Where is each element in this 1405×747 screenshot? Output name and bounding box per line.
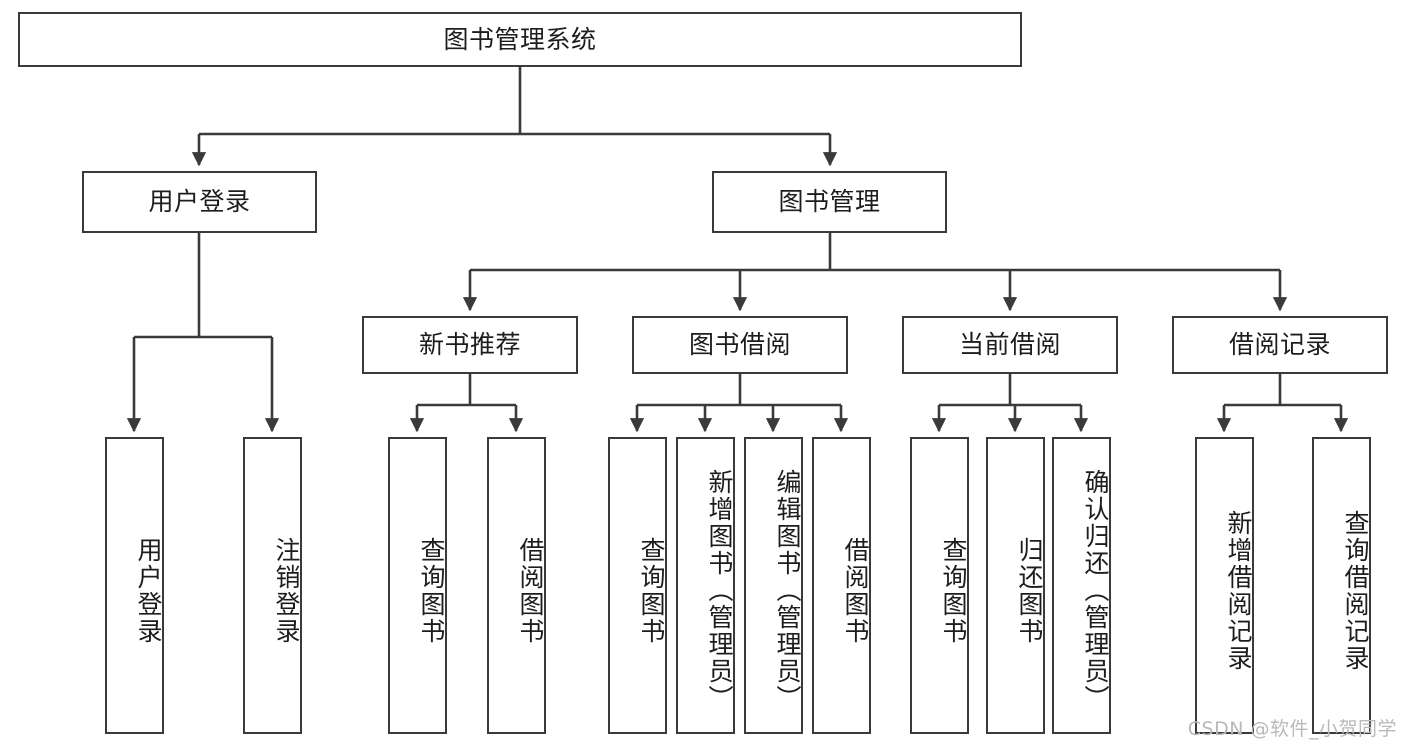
leaf-query-borrow-record[interactable]: 查询借阅记录 <box>1312 437 1371 734</box>
leaf-logout[interactable]: 注销登录 <box>243 437 302 734</box>
leaf-return-book[interactable]: 归还图书 <box>986 437 1045 734</box>
leaf-query-book-current[interactable]: 查询图书 <box>910 437 969 734</box>
node-borrow-record-label: 借阅记录 <box>1228 330 1331 359</box>
node-current-borrow-label: 当前借阅 <box>958 330 1061 359</box>
leaf-borrow-book[interactable]: 借阅图书 <box>812 437 871 734</box>
leaf-add-borrow-record[interactable]: 新增借阅记录 <box>1195 437 1254 734</box>
leaf-query-book-current-label: 查询图书 <box>939 536 968 645</box>
leaf-query-book-newbook-label: 查询图书 <box>417 536 446 645</box>
leaf-add-book-admin[interactable]: 新增图书（管理员） <box>676 437 735 734</box>
node-new-book-recommend[interactable]: 新书推荐 <box>362 316 578 374</box>
leaf-add-book-admin-label: 新增图书（管理员） <box>705 469 734 712</box>
leaf-borrow-book-label: 借阅图书 <box>841 536 870 645</box>
leaf-borrow-book-newbook[interactable]: 借阅图书 <box>487 437 546 734</box>
node-book-management-label: 图书管理 <box>778 187 881 216</box>
leaf-query-book-borrow[interactable]: 查询图书 <box>608 437 667 734</box>
leaf-borrow-book-newbook-label: 借阅图书 <box>516 536 545 645</box>
leaf-query-book-newbook[interactable]: 查询图书 <box>388 437 447 734</box>
leaf-confirm-return-admin[interactable]: 确认归还（管理员） <box>1052 437 1111 734</box>
node-book-borrow[interactable]: 图书借阅 <box>632 316 848 374</box>
node-book-borrow-label: 图书借阅 <box>688 330 791 359</box>
node-root-label: 图书管理系统 <box>443 24 597 54</box>
leaf-user-login[interactable]: 用户登录 <box>105 437 164 734</box>
node-user-login[interactable]: 用户登录 <box>82 171 317 233</box>
leaf-user-login-label: 用户登录 <box>134 536 163 645</box>
leaf-return-book-label: 归还图书 <box>1015 536 1044 645</box>
node-book-management[interactable]: 图书管理 <box>712 171 947 233</box>
csdn-watermark: CSDN @软件_小贺同学 <box>1187 718 1397 740</box>
leaf-edit-book-admin[interactable]: 编辑图书（管理员） <box>744 437 803 734</box>
node-new-book-recommend-label: 新书推荐 <box>418 330 521 359</box>
node-root[interactable]: 图书管理系统 <box>18 12 1022 67</box>
leaf-edit-book-admin-label: 编辑图书（管理员） <box>773 469 802 712</box>
leaf-add-borrow-record-label: 新增借阅记录 <box>1224 509 1253 672</box>
leaf-query-book-borrow-label: 查询图书 <box>637 536 666 645</box>
leaf-confirm-return-admin-label: 确认归还（管理员） <box>1081 469 1110 712</box>
node-current-borrow[interactable]: 当前借阅 <box>902 316 1118 374</box>
node-user-login-label: 用户登录 <box>148 187 251 216</box>
leaf-logout-label: 注销登录 <box>272 536 301 645</box>
node-borrow-record[interactable]: 借阅记录 <box>1172 316 1388 374</box>
leaf-query-borrow-record-label: 查询借阅记录 <box>1341 509 1370 672</box>
